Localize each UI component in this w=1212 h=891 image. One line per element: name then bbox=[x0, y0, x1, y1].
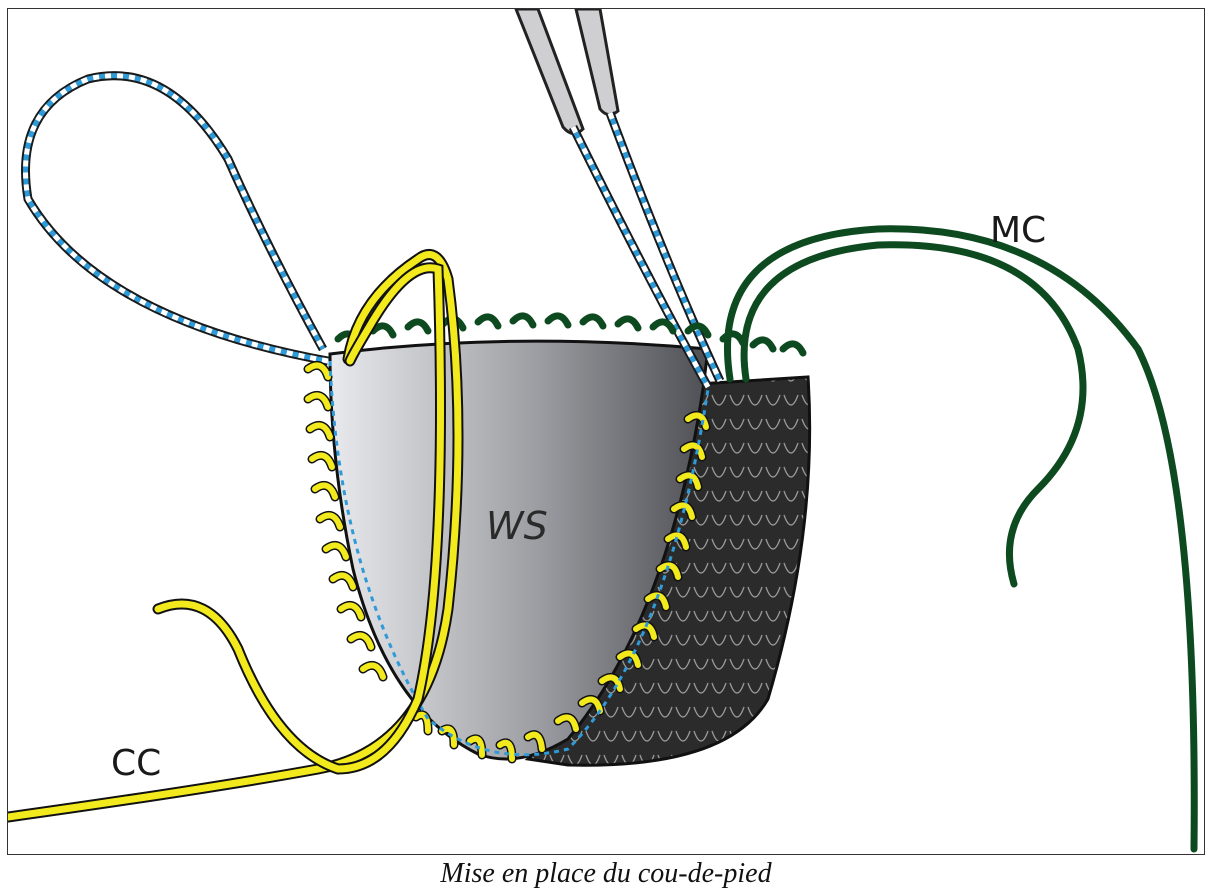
figure-caption: Mise en place du cou-de-pied bbox=[440, 858, 772, 889]
ws-label: WS bbox=[486, 504, 548, 548]
yellow-left-stitches-fill bbox=[305, 362, 386, 680]
mc-thread bbox=[723, 225, 1198, 853]
blue-rim-lace bbox=[328, 360, 710, 757]
yellow-right-stitches-fill bbox=[413, 412, 709, 762]
blue-lace-loop bbox=[21, 71, 329, 366]
mc-label: MC bbox=[990, 210, 1046, 251]
blue-lace-strands bbox=[568, 111, 725, 390]
cc-label: CC bbox=[111, 743, 161, 784]
needle-handles bbox=[514, 9, 620, 135]
cc-thread bbox=[8, 249, 464, 823]
diagram-figure: MC CC WS bbox=[7, 8, 1205, 855]
